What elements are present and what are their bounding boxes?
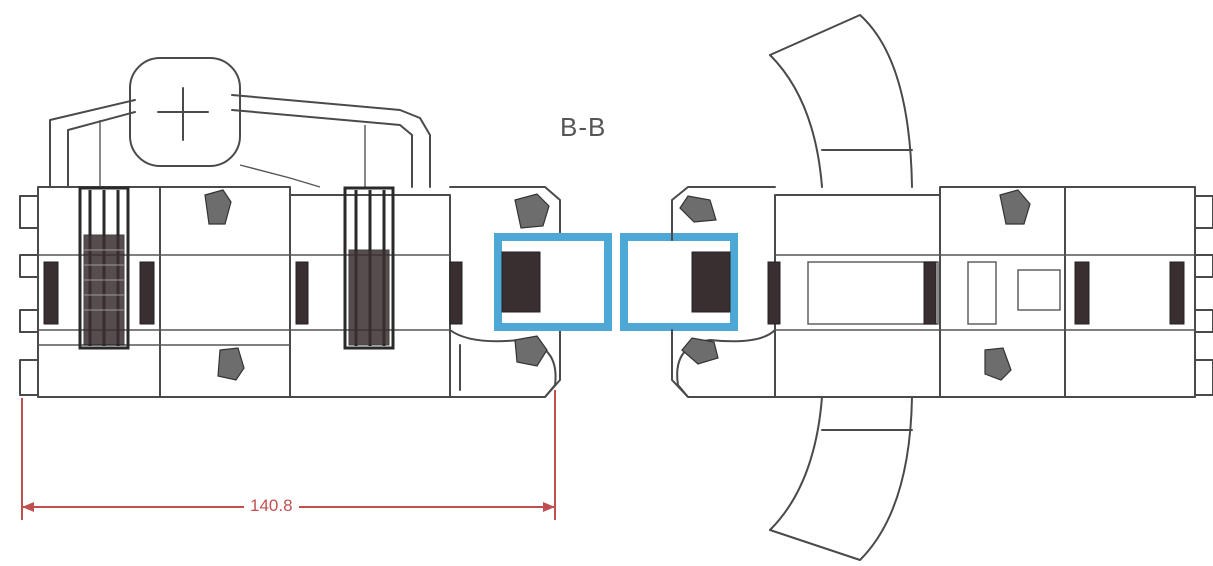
lock-mechanism-right [343, 186, 395, 350]
dimension-label: 140.8 [244, 496, 299, 516]
section-label: B-B [560, 112, 607, 142]
gaskets-left [204, 189, 550, 381]
thermal-breaks-left [43, 261, 463, 325]
right-frame-profile [671, 186, 1213, 398]
thermal-breaks-right [767, 261, 1185, 325]
hinge-arm [769, 14, 913, 561]
glass-unit-right [620, 233, 738, 331]
lock-mechanism-left [78, 186, 130, 350]
handle [49, 57, 431, 188]
gaskets-right [679, 189, 1031, 381]
glass-unit-left [494, 233, 612, 331]
